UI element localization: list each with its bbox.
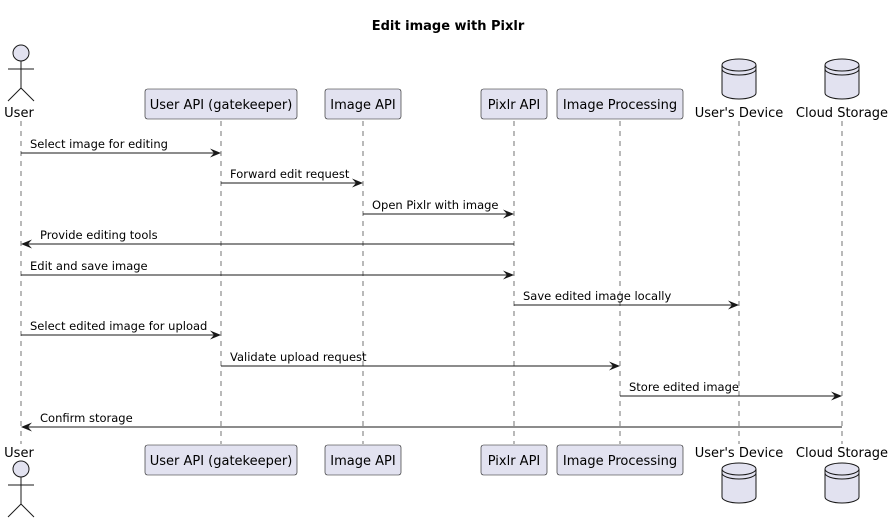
- participant-user_api-top: User API (gatekeeper): [144, 88, 298, 120]
- participant-label-users_device: User's Device: [695, 106, 784, 121]
- lifelines: [20, 121, 843, 444]
- actor-leg-left: [7, 87, 22, 102]
- actor-head: [12, 44, 30, 62]
- participant-label-cloud_storage: Cloud Storage: [796, 446, 888, 461]
- database-rim: [824, 468, 860, 476]
- message-3: Open Pixlr with image: [363, 198, 514, 219]
- arrowhead-icon: [609, 361, 620, 371]
- participant-user_api-bottom: User API (gatekeeper): [144, 444, 298, 476]
- message-label: Forward edit request: [230, 167, 350, 181]
- message-label: Validate upload request: [230, 350, 367, 364]
- actor-head: [12, 460, 30, 478]
- database-rim: [824, 68, 860, 76]
- participants-top: User User API (gatekeeper) Image API Pixlr …: [4, 44, 888, 121]
- arrowhead-icon: [21, 239, 32, 249]
- participant-label-image_api: Image API: [330, 454, 395, 469]
- participant-image_api-bottom: Image API: [324, 444, 402, 476]
- actor-leg-right: [20, 503, 35, 518]
- database-users_device-top: User's Device: [695, 58, 784, 121]
- actor-leg-right: [20, 87, 35, 102]
- database-rim: [721, 68, 757, 76]
- message-label: Provide editing tools: [40, 228, 158, 242]
- participant-label-image_api: Image API: [330, 98, 395, 113]
- database-rim: [721, 64, 757, 72]
- participant-image_processing-top: Image Processing: [556, 88, 684, 120]
- participant-label-pixlr_api: Pixlr API: [488, 454, 541, 469]
- participant-label-user_api: User API (gatekeeper): [150, 454, 293, 469]
- message-label: Save edited image locally: [523, 289, 671, 303]
- database-rim: [721, 472, 757, 480]
- database-icon: [721, 462, 757, 504]
- message-1: Select image for editing: [21, 137, 221, 158]
- message-label: Select image for editing: [30, 137, 168, 151]
- arrowhead-icon: [503, 270, 514, 280]
- participant-label-image_processing: Image Processing: [563, 454, 677, 469]
- participant-box: [144, 444, 298, 476]
- message-10: Confirm storage: [21, 411, 842, 432]
- message-label: Select edited image for upload: [30, 319, 207, 333]
- message-label: Confirm storage: [40, 411, 133, 425]
- arrowhead-icon: [352, 178, 363, 188]
- actor-user-bottom: User: [4, 446, 35, 518]
- participant-pixlr_api-top: Pixlr API: [480, 88, 548, 120]
- participant-box: [556, 88, 684, 120]
- database-rim: [824, 64, 860, 72]
- participant-label-pixlr_api: Pixlr API: [488, 98, 541, 113]
- actor-user-top: User: [4, 44, 35, 121]
- participant-label-image_processing: Image Processing: [563, 98, 677, 113]
- message-9: Store edited image: [620, 380, 842, 401]
- participant-label-users_device: User's Device: [695, 446, 784, 461]
- participant-pixlr_api-bottom: Pixlr API: [480, 444, 548, 476]
- message-label: Edit and save image: [30, 259, 148, 273]
- arrowhead-icon: [728, 300, 739, 310]
- database-icon: [824, 462, 860, 504]
- database-cloud_storage-top: Cloud Storage: [796, 58, 888, 121]
- participant-image_api-top: Image API: [324, 88, 402, 120]
- database-rim: [721, 468, 757, 476]
- message-4: Provide editing tools: [21, 228, 514, 249]
- message-label: Open Pixlr with image: [372, 198, 499, 212]
- arrowhead-icon: [210, 148, 221, 158]
- message-5: Edit and save image: [21, 259, 514, 280]
- arrowhead-icon: [831, 391, 842, 401]
- database-cloud_storage-bottom: Cloud Storage: [796, 446, 888, 504]
- participant-box: [144, 88, 298, 120]
- message-6: Save edited image locally: [514, 289, 739, 310]
- arrowhead-icon: [503, 209, 514, 219]
- message-7: Select edited image for upload: [21, 319, 221, 340]
- database-users_device-bottom: User's Device: [695, 446, 784, 504]
- participant-box: [324, 88, 402, 120]
- participant-label-user_api: User API (gatekeeper): [150, 98, 293, 113]
- participant-box: [556, 444, 684, 476]
- diagram-title: Edit image with Pixlr: [372, 19, 525, 34]
- message-label: Store edited image: [629, 380, 739, 394]
- participant-label-user: User: [4, 106, 34, 121]
- participant-image_processing-bottom: Image Processing: [556, 444, 684, 476]
- participant-box: [480, 88, 548, 120]
- database-icon: [721, 58, 757, 100]
- participant-label-cloud_storage: Cloud Storage: [796, 106, 888, 121]
- arrowhead-icon: [21, 422, 32, 432]
- arrowhead-icon: [210, 330, 221, 340]
- participant-box: [480, 444, 548, 476]
- message-2: Forward edit request: [221, 167, 363, 188]
- database-icon: [824, 58, 860, 100]
- participant-label-user: User: [4, 446, 34, 461]
- actor-leg-left: [7, 503, 22, 518]
- message-8: Validate upload request: [221, 350, 620, 371]
- database-rim: [824, 472, 860, 480]
- participant-box: [324, 444, 402, 476]
